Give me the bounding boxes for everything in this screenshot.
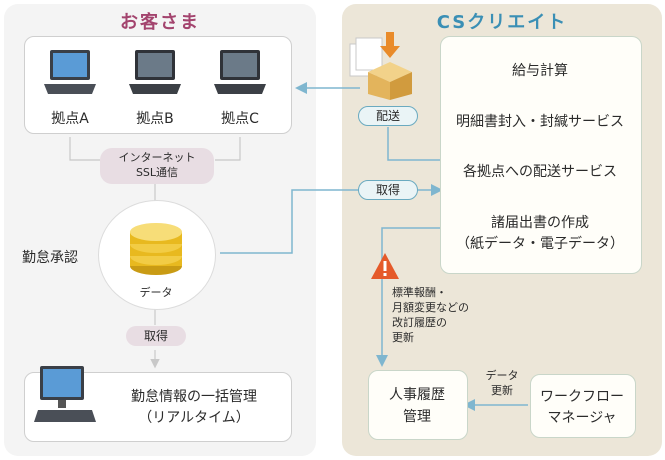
data-update-line-1: データ — [485, 369, 519, 382]
note-line-4: 更新 — [392, 331, 414, 344]
package-delivery-icon — [346, 32, 416, 104]
cs-create-title: CSクリエイト — [436, 12, 568, 33]
laptop-icon — [127, 46, 183, 102]
warning-icon — [370, 252, 400, 284]
step-payroll: 給与計算 — [512, 63, 568, 79]
service-steps-box — [440, 36, 642, 274]
attendance-approval-label: 勤怠承認 — [22, 250, 78, 266]
data-update-label: データ 更新 — [482, 368, 522, 398]
acquire-pill-left: 取得 — [126, 326, 186, 346]
internet-label: インターネット — [118, 151, 196, 164]
note-line-2: 月額変更などの — [392, 301, 469, 314]
hr-history-label: 人事履歴 — [389, 387, 445, 403]
internet-ssl-pill: インターネット SSL通信 — [100, 148, 214, 184]
step-delivery: 各拠点への配送サービス — [463, 164, 617, 180]
step-filings: 諸届出書の作成 — [491, 215, 589, 231]
data-update-line-2: 更新 — [491, 384, 513, 397]
customer-title: お客さま — [120, 12, 200, 33]
ssl-label: SSL通信 — [135, 166, 179, 179]
bulk-management-label: 勤怠情報の一括管理 — [131, 389, 257, 405]
manager-label: マネージャ — [547, 410, 617, 426]
workflow-manager-box — [530, 374, 636, 438]
revision-history-note: 標準報酬・ 月額変更などの 改訂履歴の 更新 — [392, 285, 469, 345]
site-b-label: 拠点B — [136, 111, 174, 127]
desktop-computer-icon — [34, 364, 98, 432]
laptop-icon — [212, 46, 268, 102]
step-enclosing: 明細書封入・封緘サービス — [456, 114, 624, 130]
site-c-label: 拠点C — [221, 111, 259, 127]
note-line-3: 改訂履歴の — [392, 316, 447, 329]
hr-history-box — [368, 370, 468, 440]
workflow-label: ワークフロー — [540, 389, 624, 405]
acquire-pill-right: 取得 — [358, 180, 418, 200]
computer-icon — [42, 46, 98, 102]
realtime-label: （リアルタイム） — [138, 410, 250, 426]
step-filings-format: （紙データ・電子データ） — [456, 236, 624, 252]
delivery-pill: 配送 — [358, 106, 418, 126]
site-a-label: 拠点A — [51, 111, 89, 127]
hr-management-label: 管理 — [403, 409, 431, 425]
coins-icon — [126, 222, 186, 282]
data-label: データ — [139, 286, 173, 299]
note-line-1: 標準報酬・ — [392, 286, 447, 299]
